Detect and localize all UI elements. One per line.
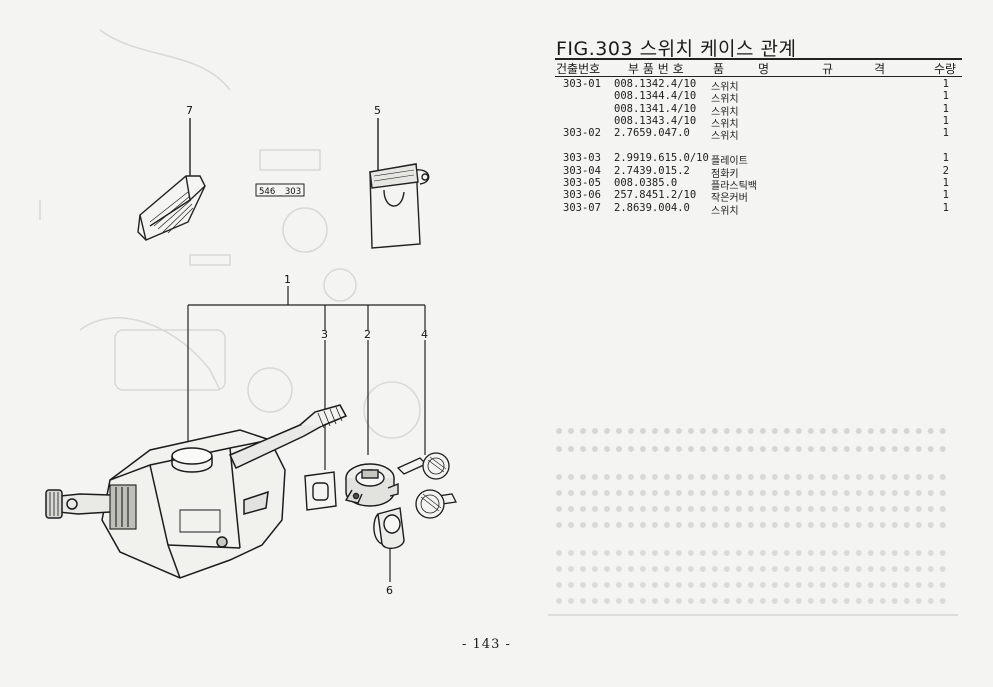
bleed-through-rows [556,428,946,608]
parts-table: 303-01 008.1342.4/10 스위치 1 008.1344.4/10 스위치 1… [556,78,963,217]
cell-qty: 1 [942,201,949,214]
part-5-plastic-bag [369,118,430,249]
cell-name: 스위치 [711,205,739,217]
part-2-ignition-switch [344,463,399,507]
background-ghost-drawing [39,29,421,439]
cell-no: 303-06 [563,189,601,202]
cell-qty: 1 [942,102,949,115]
cell-qty: 1 [942,127,949,140]
cell-part-number: 008.1341.4/10 [614,102,697,115]
assembly-1-leader [187,286,426,582]
header-name-2: 명 [758,62,770,76]
header-no: 건출번호 [556,62,601,76]
cell-name: 점화키 [711,168,739,180]
cell-part-number: 008.1342.4/10 [614,78,697,90]
callout-4: 4 [421,328,428,341]
table-row: 303-07 2.8639.004.0 스위치 1 [556,201,963,217]
cell-name: 플레이트 [711,156,748,168]
cell-qty: 1 [942,177,949,190]
cell-name: 스위치 [711,118,739,130]
part-4-ignition-keys [396,452,457,519]
table-row: 303-05 008.0385.0 플라스틱백 1 [556,177,963,193]
cell-qty: 1 [942,90,949,103]
header-rule [555,76,962,77]
figure-ref-label: 546 _ 303 [259,187,301,197]
cell-name: 작은커버 [711,193,748,205]
header-spec-2: 격 [874,62,886,76]
cell-name: 플라스틱백 [711,181,757,193]
cell-name: 스위치 [711,131,739,143]
cell-name: 스위치 [711,106,739,118]
table-row: 008.1341.4/10 스위치 1 [556,102,963,118]
cell-part-number: 2.9919.615.0/10 [614,152,709,165]
callout-5: 5 [374,104,381,117]
table-row: 008.1344.4/10 스위치 1 [556,90,963,106]
table-row: 303-02 2.7659.047.0 스위치 1 [556,127,963,143]
header-name-1: 품 [713,62,725,76]
page-number: - 143 - [462,637,511,652]
cell-qty: 1 [942,189,949,202]
table-gap [556,139,963,152]
cell-part-number: 2.7659.047.0 [614,127,690,140]
callout-2: 2 [364,328,371,341]
figure-ref-box [255,183,305,197]
table-row: 008.1343.4/10 스위치 1 [556,114,963,130]
cell-no: 303-04 [563,164,601,177]
table-row: 303-06 257.8451.2/10 작은커버 1 [556,189,963,205]
cell-no: 303-03 [563,152,601,165]
table-header: 건출번호 부 품 번 호 품 명 규 격 수량 [556,60,963,76]
header-qty: 수량 [934,62,957,76]
callout-1: 1 [284,273,291,286]
cell-name: 스위치 [711,94,739,106]
switch-housing [45,404,348,579]
part-7-clip [137,118,206,241]
cell-no: 303-07 [563,201,601,214]
figure-title: FIG.303 스위치 케이스 관계 [556,38,797,60]
part-3-plate [304,471,337,511]
cell-qty: 1 [942,152,949,165]
bleed-through-rule [548,614,958,616]
cell-qty: 1 [942,114,949,127]
parts-diagram: 7 546 _ 303 5 1 3 2 4 6 [39,29,457,597]
cell-no: 303-05 [563,177,601,190]
table-row: 303-01 008.1342.4/10 스위치 1 [556,78,963,93]
callout-7: 7 [186,104,193,117]
part-6-small-cover [373,507,405,550]
callout-3: 3 [321,328,328,341]
cell-qty: 1 [942,78,949,90]
cell-part-number: 008.1344.4/10 [614,90,697,103]
cell-part-number: 2.8639.004.0 [614,201,690,214]
cell-part-number: 257.8451.2/10 [614,189,697,202]
cell-part-number: 2.7439.015.2 [614,164,690,177]
cell-no: 303-01 [563,78,601,90]
cell-part-number: 008.1343.4/10 [614,114,697,127]
callout-6: 6 [386,584,393,597]
header-spec-1: 규 [822,62,834,76]
header-part-number: 부 품 번 호 [628,62,684,76]
table-row: 303-04 2.7439.015.2 점화키 2 [556,164,963,180]
cell-name: 스위치 [711,82,739,93]
cell-no: 303-02 [563,127,601,140]
cell-part-number: 008.0385.0 [614,177,678,190]
cell-qty: 2 [942,164,949,177]
title-rule [555,58,962,60]
